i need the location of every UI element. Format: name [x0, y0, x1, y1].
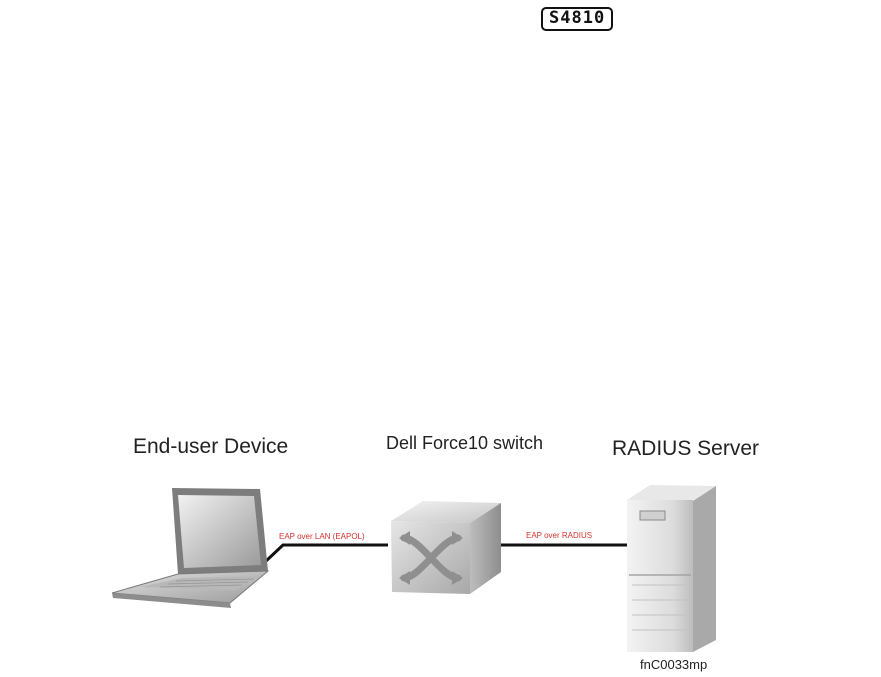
radius-link-label: EAP over RADIUS	[526, 531, 593, 540]
eapol-link-line	[263, 543, 388, 564]
eapol-link-label: EAP over LAN (EAPOL)	[279, 532, 365, 541]
laptop-icon	[111, 488, 270, 608]
figure-id: fnC0033mp	[640, 657, 708, 672]
server-icon	[627, 485, 716, 652]
model-badge: S4810	[541, 7, 614, 31]
end-user-device-label: End-user Device	[133, 435, 289, 458]
switch-label: Dell Force10 switch	[386, 433, 544, 453]
radius-server-label: RADIUS Server	[612, 437, 760, 460]
switch-icon	[391, 501, 501, 594]
